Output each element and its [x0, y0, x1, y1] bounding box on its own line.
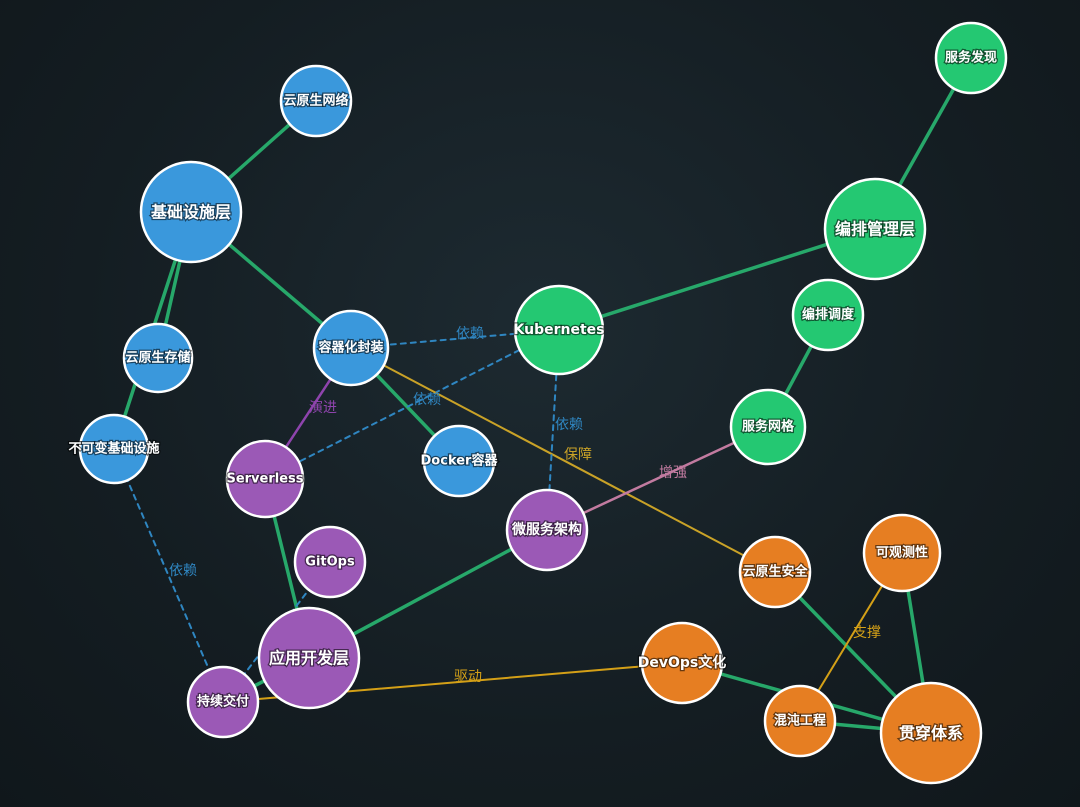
node-label: Kubernetes [514, 322, 605, 338]
edge-kubernetes-to-orch_layer [557, 227, 877, 332]
node-cd[interactable]: 持续交付 [186, 665, 260, 739]
edge-labels-layer: 依赖依赖演进保障依赖增强依赖依赖驱动支撑 [169, 326, 881, 685]
node-label: 不可变基础设施 [68, 441, 159, 457]
node-label: 服务网格 [742, 419, 795, 435]
node-circle[interactable] [139, 160, 243, 264]
node-label: 容器化封装 [317, 340, 383, 356]
node-circle[interactable] [879, 681, 983, 785]
node-service-mesh[interactable]: 服务网格 [729, 388, 807, 466]
node-circle[interactable] [934, 21, 1008, 95]
node-immutable-infra[interactable]: 不可变基础设施 [67, 413, 161, 485]
node-app-layer[interactable]: 应用开发层 [257, 606, 361, 710]
node-circle[interactable] [312, 309, 390, 387]
edge-serverless-to-kubernetes [264, 329, 560, 480]
edge-label-serverless-to-kubernetes: 依赖 [413, 392, 441, 408]
node-circle[interactable] [729, 388, 807, 466]
node-label: 基础设施层 [150, 203, 231, 222]
node-circle[interactable] [505, 488, 589, 572]
node-circle[interactable] [78, 413, 150, 485]
node-orch-layer[interactable]: 编排管理层 [823, 177, 927, 281]
node-circle[interactable] [122, 322, 194, 394]
node-label: 持续交付 [197, 694, 249, 710]
node-cross-system[interactable]: 贯穿体系 [879, 681, 983, 785]
node-label: 云原生网络 [283, 93, 348, 109]
node-scheduling[interactable]: 编排调度 [791, 278, 865, 352]
node-circle[interactable] [763, 684, 837, 758]
node-circle[interactable] [862, 513, 942, 593]
node-devops[interactable]: DevOps文化 [637, 621, 728, 705]
node-serverless[interactable]: Serverless [225, 439, 305, 519]
node-cn-network[interactable]: 云原生网络 [279, 64, 353, 138]
node-microservices[interactable]: 微服务架构 [505, 488, 589, 572]
edges-layer [112, 56, 973, 735]
node-label: 服务发现 [945, 50, 997, 66]
edge-containerization-to-cn_security [350, 347, 776, 573]
node-label: Serverless [226, 472, 303, 487]
node-circle[interactable] [640, 621, 724, 705]
edge-label-microservices-to-service_mesh: 增强 [659, 465, 687, 481]
node-label: DevOps文化 [638, 654, 727, 671]
node-cn-security[interactable]: 云原生安全 [738, 535, 812, 609]
node-label: 编排调度 [802, 307, 855, 323]
edge-label-cd-to-devops: 驱动 [454, 669, 482, 685]
node-gitops[interactable]: GitOps [293, 525, 367, 599]
node-service-discovery[interactable]: 服务发现 [934, 21, 1008, 95]
node-label: 贯穿体系 [899, 724, 963, 743]
node-observability[interactable]: 可观测性 [862, 513, 942, 593]
node-containerization[interactable]: 容器化封装 [312, 309, 390, 387]
node-circle[interactable] [257, 606, 361, 710]
node-circle[interactable] [293, 525, 367, 599]
node-docker[interactable]: Docker容器 [419, 424, 500, 498]
node-label: GitOps [305, 555, 355, 570]
edge-label-containerization-to-cn_security: 保障 [564, 447, 592, 463]
node-label: 可观测性 [876, 545, 928, 561]
edge-label-immutable_infra-to-cd: 依赖 [169, 563, 197, 579]
node-kubernetes[interactable]: Kubernetes [512, 284, 606, 376]
node-label: 云原生存储 [125, 350, 190, 366]
node-circle[interactable] [791, 278, 865, 352]
node-circle[interactable] [823, 177, 927, 281]
node-label: 编排管理层 [835, 220, 915, 239]
node-circle[interactable] [225, 439, 305, 519]
node-circle[interactable] [513, 284, 605, 376]
node-circle[interactable] [738, 535, 812, 609]
node-label: 混沌工程 [774, 713, 826, 729]
node-label: 云原生安全 [742, 564, 808, 580]
node-circle[interactable] [422, 424, 496, 498]
edge-immutable_infra-to-cd [113, 448, 224, 703]
node-circle[interactable] [279, 64, 353, 138]
edge-label-containerization-to-kubernetes: 依赖 [456, 326, 484, 342]
node-cn-storage[interactable]: 云原生存储 [122, 322, 194, 394]
edge-label-microservices-to-kubernetes: 依赖 [555, 417, 583, 433]
node-label: 微服务架构 [511, 521, 582, 538]
node-label: 应用开发层 [269, 649, 349, 668]
edge-label-containerization-to-serverless: 演进 [309, 400, 337, 416]
node-label: Docker容器 [421, 453, 499, 469]
node-circle[interactable] [186, 665, 260, 739]
node-infra-layer[interactable]: 基础设施层 [139, 160, 243, 264]
edge-label-observability-to-chaos: 支撑 [853, 625, 881, 641]
node-chaos[interactable]: 混沌工程 [763, 684, 837, 758]
